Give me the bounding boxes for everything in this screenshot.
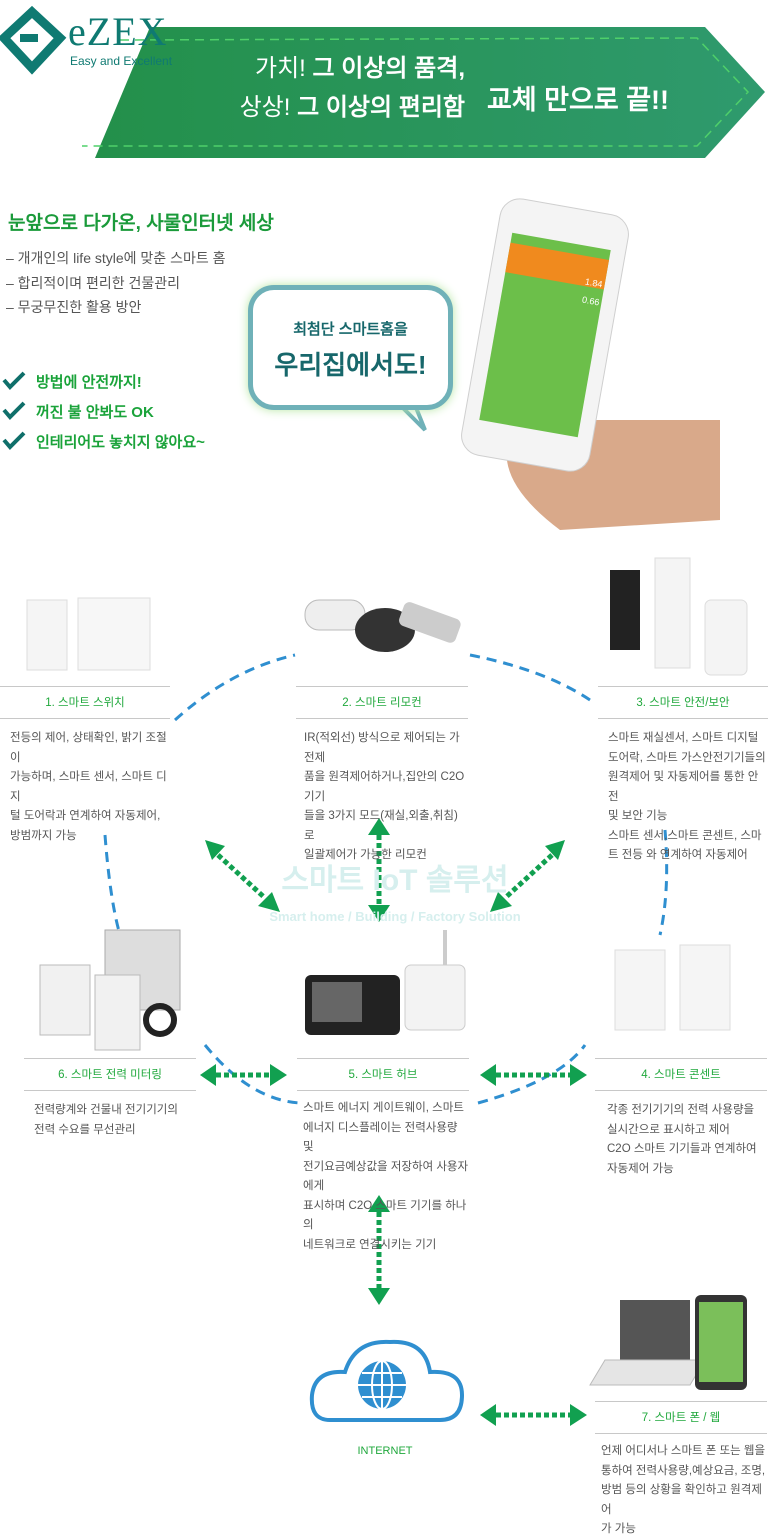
smart-outlet-image [614,944,731,1031]
desc-line: 들을 3가지 모드(재실,외출,취침)로 [304,810,458,842]
desc-line: 전력량계와 건물내 전기기기의 [34,1104,178,1116]
intro-bullet: – 개개인의 life style에 맞춘 스마트 홈 [6,250,226,266]
product-label: 4. 스마트 콘센트 [595,1058,767,1091]
product-label: 1. 스마트 스위치 [0,686,170,719]
intro-bullet: – 합리적이며 편리한 건물관리 [6,275,181,291]
desc-line: 스마트 센서,스마트 콘센트, 스마 [608,829,762,842]
desc-line: 전력 수요를 무선관리 [34,1123,136,1136]
product-label: 7. 스마트 폰 / 웹 [595,1401,767,1434]
banner-line-2: 상상! 그 이상의 편리함 [239,94,465,121]
product-label: 3. 스마트 안전/보안 [598,686,768,719]
desc-line: 통하여 전력사용량,예상요금, 조명, [601,1464,766,1477]
laptop-phone-image [589,1295,747,1390]
check-item: 방법에 안전까지! [36,374,142,391]
logo-wordmark: eZEX [68,9,168,54]
desc-line: 전등의 제어, 상태확인, 밝기 조절이 [10,732,167,764]
desc-line: 트 전등 와 연계하여 자동제어 [608,849,748,861]
desc-line: 표시하며 C2O 스마트 기기를 하나의 [303,1199,467,1232]
product-label: 6. 스마트 전력 미터링 [24,1058,196,1091]
product-label: 5. 스마트 허브 [297,1058,469,1091]
desc-line: 실시간으로 표시하고 제어 [607,1123,730,1136]
intro-bullet: – 무궁무진한 활용 방안 [6,299,142,315]
logo-tagline: Easy and Excellent [70,54,173,68]
watermark-title: 스마트 IoT 솔루션 [281,864,509,897]
watermark-subtitle: Smart home / Building / Factory Solution [269,909,521,924]
product-label: 2. 스마트 리모컨 [296,686,468,719]
desc-line: 일괄제어가 가능한 리모컨 [304,849,427,861]
desc-line: 방범 등의 상황을 확인하고 원격제어 [601,1484,762,1516]
banner-line-1: 가치! 그 이상의 품격, [255,55,465,82]
banner-shape [95,27,765,158]
bubble-title: 우리집에서도! [274,350,427,380]
desc-line: 스마트 에너지 게이트웨이, 스마트 [303,1102,464,1114]
desc-line: 가 가능 [601,1523,636,1535]
desc-line: 언제 어디서나 스마트 폰 또는 웹을 [601,1445,766,1457]
desc-line: 에너지 디스플레이는 전력사용량 및 [303,1121,458,1154]
internet-label: INTERNET [357,1445,413,1457]
desc-line: 및 보안 기능 [608,810,668,822]
smart-security-image [610,557,748,676]
desc-line: 스마트 재실센서, 스마트 디지털 [608,732,759,744]
logo-mark-icon [0,5,67,75]
desc-line: 각종 전기기기의 전력 사용량을 [607,1104,755,1116]
smart-remote-image [304,599,461,652]
desc-line: 가능하며, 스마트 센서, 스마트 디지 [10,771,167,803]
desc-line: C2O 스마트 기기들과 연계하여 [607,1143,757,1155]
speech-bubble: 최첨단 스마트홈을 우리집에서도! [248,285,453,410]
desc-line: 도어락, 스마트 가스안전기기들의 [608,751,766,764]
desc-line: 원격제어 및 자동제어를 통한 안전 [608,771,759,803]
smartphone-image [461,198,720,530]
data-flow-arrows [216,835,570,1418]
desc-line: 품을 원격제어하거나,집안의 C2O기기 [304,771,465,803]
desc-line: 자동제어 가능 [607,1162,674,1175]
desc-line: 방범까지 가능 [10,829,77,842]
desc-line: 전기요금예상값을 저장하여 사용자에게 [303,1160,469,1193]
banner-slogan: 교체 만으로 끝!! [487,85,670,115]
check-item: 인테리어도 놓치지 않아요~ [36,434,205,451]
internet-cloud-icon [309,1339,465,1422]
desc-line: 털 도어락과 연계하여 자동제어, [10,810,161,822]
check-item: 꺼진 불 안봐도 OK [36,404,154,421]
smart-switch-image [26,597,151,671]
desc-line: IR(적외선) 방식으로 제어되는 가전제 [304,732,460,764]
smart-hub-image [305,930,466,1035]
smart-metering-image [39,929,181,1051]
bubble-subtitle: 최첨단 스마트홈을 [293,321,408,338]
desc-line: 네트워크로 연결시키는 기기 [303,1238,437,1251]
intro-title: 눈앞으로 다가온, 사물인터넷 세상 [8,213,274,234]
check-icons [2,371,26,450]
